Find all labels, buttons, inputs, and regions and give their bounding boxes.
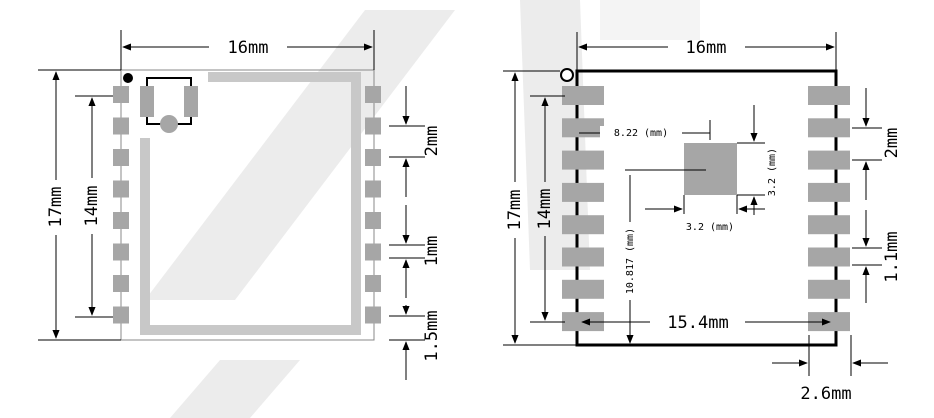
right-footprint-view: 16mm 17mm 14mm 8.22 (mm) 10.817 (mm) 3.2… — [503, 32, 902, 404]
pin-pad — [808, 118, 850, 138]
right-width-label: 16mm — [686, 38, 727, 58]
center-pad-x-label: 8.22 (mm) — [614, 128, 668, 139]
pin-pad — [365, 212, 381, 229]
pin-pad — [113, 243, 129, 261]
left-module-outline — [120, 69, 375, 341]
left-antenna-trace — [140, 72, 361, 335]
cp-x-label-bg — [600, 126, 682, 140]
pin1-marker-ring — [560, 68, 574, 82]
watermark — [145, 0, 700, 418]
cp-y-label-bg — [623, 222, 638, 300]
pad-length-label: 2.6mm — [800, 384, 851, 404]
pin-pad — [562, 279, 604, 299]
pin-pad — [808, 279, 850, 299]
pin-pad — [365, 149, 381, 166]
pin-pad — [113, 275, 129, 292]
pin-pad — [113, 306, 129, 324]
center-pad-h-label: 3.2 (mm) — [767, 148, 778, 196]
pin-pad — [562, 182, 604, 202]
right-pad-column-right — [808, 86, 850, 332]
center-pad-w-label: 3.2 (mm) — [686, 222, 734, 233]
pin-pad — [808, 247, 850, 267]
pin-pad — [562, 150, 604, 170]
pin-pad — [113, 180, 129, 198]
span-label: 15.4mm — [667, 313, 728, 333]
pin-pad — [562, 215, 604, 235]
pin-pad — [808, 215, 850, 235]
pin-pad — [365, 306, 381, 324]
left-pad-offset-label: 1.5mm — [422, 310, 442, 361]
left-module-top-view: 16mm 17mm 14mm 2mm 1mm 1.5mm — [38, 30, 442, 380]
right-module-outline — [575, 69, 838, 347]
pin-pad — [365, 180, 381, 198]
pin-pad — [562, 118, 604, 138]
center-pad-y-label: 10.817 (mm) — [625, 228, 636, 294]
left-pitch-label: 2mm — [422, 126, 442, 157]
left-pad-column-right — [365, 86, 381, 324]
pin-pad — [113, 149, 129, 166]
right-height-inner-label: 14mm — [535, 189, 555, 230]
pin-pad — [562, 86, 604, 105]
right-height-outer-label: 17mm — [505, 190, 525, 231]
left-pad-width-label: 1mm — [422, 236, 442, 267]
pin-pad — [808, 150, 850, 170]
pin-pad — [113, 212, 129, 229]
right-pad-width-label: 1.1mm — [882, 231, 902, 282]
crystal-component — [140, 77, 198, 133]
left-height-inner-label: 14mm — [82, 186, 102, 227]
left-height-outer-label: 17mm — [46, 187, 66, 228]
left-width-label: 16mm — [228, 38, 269, 58]
pin-pad — [562, 247, 604, 267]
center-ground-pad — [684, 143, 737, 195]
pin-pad — [365, 243, 381, 261]
pin-pad — [808, 182, 850, 202]
pin-pad — [365, 275, 381, 292]
pin1-marker — [123, 73, 133, 83]
right-pitch-label: 2mm — [882, 128, 902, 159]
pin-pad — [365, 117, 381, 135]
pin-pad — [365, 86, 381, 103]
left-pad-column-left — [113, 86, 129, 324]
pin-pad — [808, 86, 850, 105]
pin-pad — [113, 117, 129, 135]
pin-pad — [113, 86, 129, 103]
